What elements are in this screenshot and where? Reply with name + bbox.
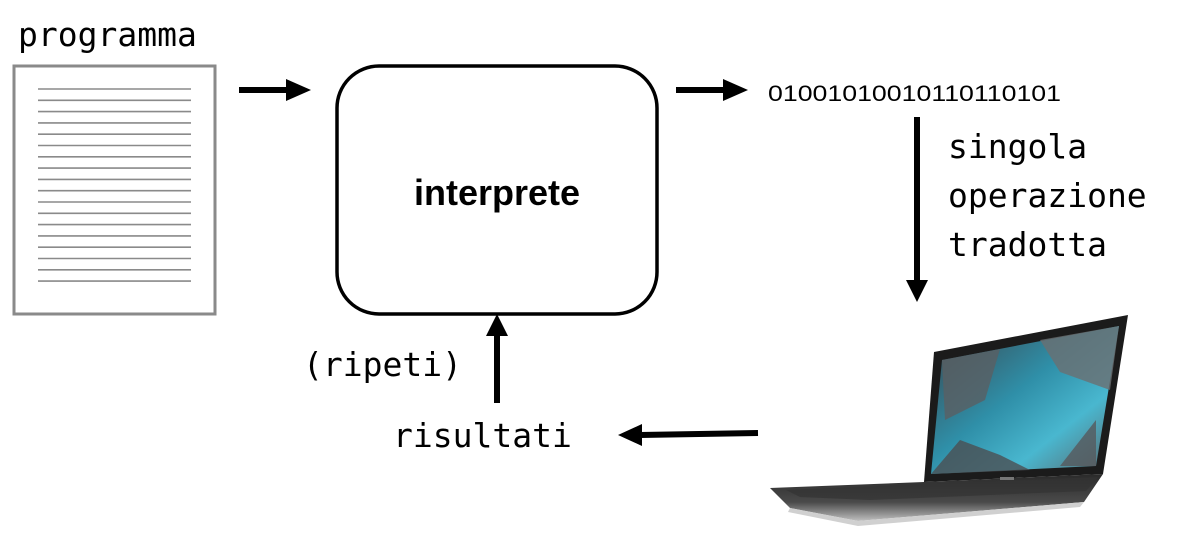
binary-output: 01001010010110110101 [768, 81, 1061, 106]
translated-op-line: operazione [948, 176, 1147, 215]
arrow-results-to-interpreter [486, 314, 508, 403]
arrow-program-to-interpreter [239, 79, 311, 101]
translated-op-line: singola [948, 127, 1087, 166]
arrow-binary-to-laptop [906, 117, 928, 302]
document-icon [12, 64, 217, 316]
repeat-label: (ripeti) [303, 345, 462, 384]
arrow-laptop-to-results [618, 424, 759, 446]
program-label: programma [18, 15, 197, 54]
results-label: risultati [393, 416, 572, 455]
translated-operation-label: singola operazione tradotta [948, 127, 1147, 264]
arrow-interpreter-to-binary [676, 79, 748, 101]
interpreter-label: interprete [414, 172, 580, 213]
translated-op-line: tradotta [948, 225, 1107, 264]
laptop-icon [770, 315, 1128, 526]
